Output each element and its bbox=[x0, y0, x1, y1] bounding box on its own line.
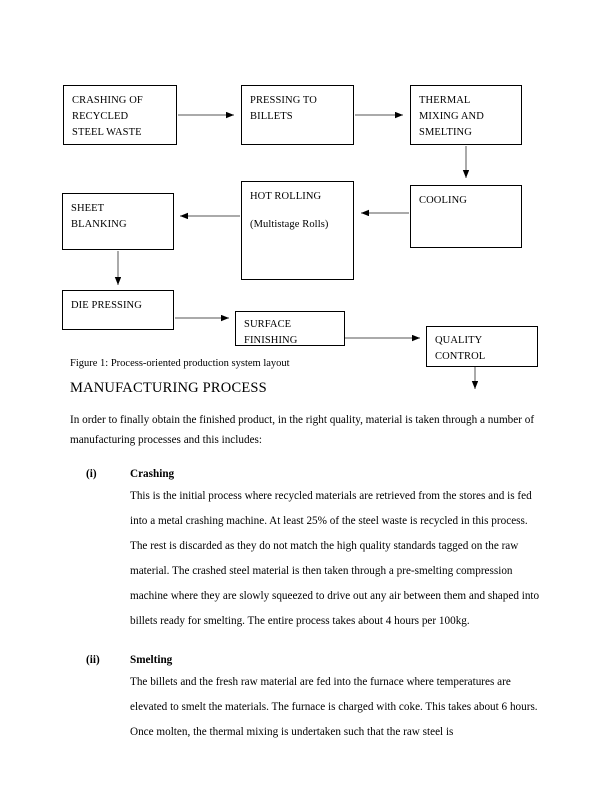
section-heading: MANUFACTURING PROCESS bbox=[70, 380, 267, 396]
node-surface-finishing: SURFACE FINISHING bbox=[235, 311, 345, 346]
list-item-title: Crashing bbox=[130, 468, 175, 480]
process-flow-diagram: CRASHING OF RECYCLED STEEL WASTE PRESSIN… bbox=[62, 85, 538, 389]
figure-caption: Figure 1: Process-oriented production sy… bbox=[70, 358, 290, 369]
node-hot-rolling: HOT ROLLING (Multistage Rolls) bbox=[241, 181, 354, 280]
node-pressing-line-1: PRESSING TO bbox=[250, 95, 317, 106]
list-item-title: Smelting bbox=[130, 654, 173, 666]
node-hotrolling-line-1: HOT ROLLING bbox=[250, 191, 322, 202]
node-sheet-line-1: SHEET bbox=[71, 203, 105, 214]
node-crashing-line-1: CRASHING OF bbox=[72, 95, 143, 106]
node-pressing-to-billets: PRESSING TO BILLETS bbox=[241, 85, 354, 145]
node-quality-line-2: CONTROL bbox=[435, 351, 486, 362]
node-pressing-line-2: BILLETS bbox=[250, 111, 293, 122]
node-sheet-blanking: SHEET BLANKING bbox=[62, 193, 174, 250]
list-marker: (i) bbox=[86, 468, 97, 480]
node-thermal-line-2: MIXING AND bbox=[419, 111, 484, 122]
node-cooling: COOLING bbox=[410, 185, 522, 248]
list-item-body: The billets and the fresh raw material a… bbox=[130, 676, 538, 738]
flow-connectors bbox=[114, 111, 479, 389]
node-sheet-line-2: BLANKING bbox=[71, 219, 127, 230]
node-quality-line-1: QUALITY bbox=[435, 335, 483, 346]
node-crashing-line-3: STEEL WASTE bbox=[72, 127, 142, 138]
node-diepressing-line-1: DIE PRESSING bbox=[71, 300, 142, 311]
node-quality-control: QUALITY CONTROL bbox=[426, 326, 538, 367]
node-die-pressing: DIE PRESSING bbox=[62, 290, 174, 330]
node-cooling-line-1: COOLING bbox=[419, 195, 467, 206]
list-item: (ii) Smelting The billets and the fresh … bbox=[70, 650, 542, 745]
node-thermal-line-1: THERMAL bbox=[419, 95, 471, 106]
list-item-body: This is the initial process where recycl… bbox=[130, 490, 540, 627]
node-surface-line-1: SURFACE bbox=[244, 319, 292, 330]
node-thermal-line-3: SMELTING bbox=[419, 127, 472, 138]
node-surface-line-2: FINISHING bbox=[244, 335, 298, 346]
node-thermal-mixing-smelting: THERMAL MIXING AND SMELTING bbox=[410, 85, 522, 145]
list-marker: (ii) bbox=[86, 654, 100, 666]
node-hotrolling-line-2: (Multistage Rolls) bbox=[250, 219, 329, 230]
intro-paragraph: In order to finally obtain the finished … bbox=[70, 414, 535, 446]
node-crashing-line-2: RECYCLED bbox=[72, 111, 129, 122]
document-body: MANUFACTURING PROCESS In order to finall… bbox=[70, 378, 542, 761]
node-crashing: CRASHING OF RECYCLED STEEL WASTE bbox=[63, 85, 177, 145]
list-item: (i) Crashing This is the initial process… bbox=[70, 464, 542, 634]
